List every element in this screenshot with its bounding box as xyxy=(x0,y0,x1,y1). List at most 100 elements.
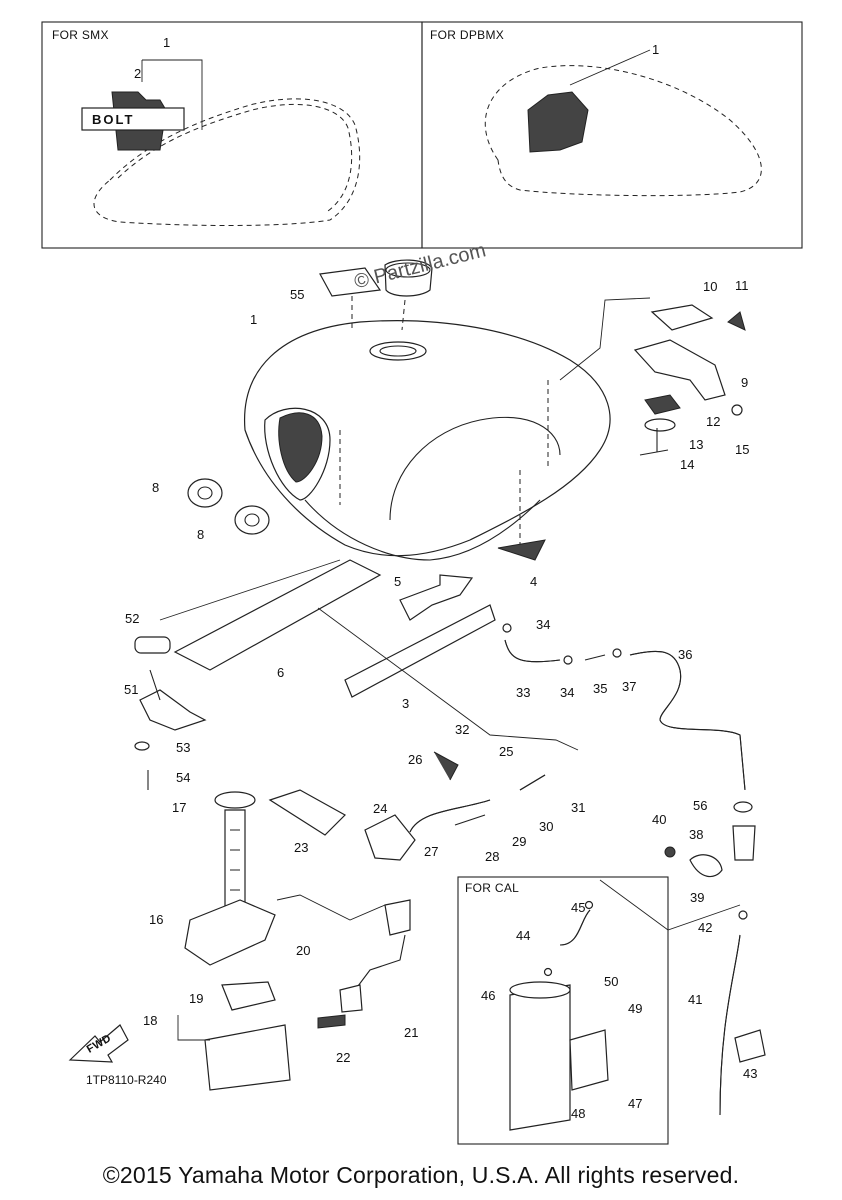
clamp-43 xyxy=(734,1029,766,1063)
callout: 42 xyxy=(698,920,713,935)
mount-bracket-group xyxy=(559,297,746,456)
callout: 2 xyxy=(134,66,142,81)
callout: 27 xyxy=(424,844,439,859)
tank-pad-55 xyxy=(319,267,382,297)
sender-51 xyxy=(139,689,207,731)
callout: 12 xyxy=(706,414,721,429)
valve-38 xyxy=(732,825,756,861)
callout: 1 xyxy=(163,35,171,50)
callout: 17 xyxy=(172,800,187,815)
callout: 28 xyxy=(485,849,500,864)
plate-4 xyxy=(497,539,546,561)
callout: 10 xyxy=(703,279,718,294)
callout: 8 xyxy=(197,527,205,542)
callout: 4 xyxy=(530,574,538,589)
callout: 53 xyxy=(176,740,191,755)
cover-19 xyxy=(221,981,276,1011)
callout: 35 xyxy=(593,681,608,696)
callout: 52 xyxy=(125,611,140,626)
callout: 20 xyxy=(296,943,311,958)
dpbmx-box xyxy=(421,21,803,249)
callout: 24 xyxy=(373,801,388,816)
fwd-arrow xyxy=(68,1024,129,1063)
badge-text: BOLT xyxy=(92,112,135,127)
clamp-39 xyxy=(689,854,723,878)
smx-label: FOR SMX xyxy=(52,28,109,42)
dpbmx-label: FOR DPBMX xyxy=(430,28,505,42)
callout: 54 xyxy=(176,770,191,785)
callout: 43 xyxy=(743,1066,758,1081)
dpbmx-graphic xyxy=(527,91,589,153)
dpbmx-tank-outline xyxy=(484,65,762,197)
plate-5 xyxy=(399,574,474,621)
callout: 30 xyxy=(539,819,554,834)
bolt-badge xyxy=(81,91,185,151)
callout: 9 xyxy=(741,375,749,390)
callout: 23 xyxy=(294,840,309,855)
cover-18 xyxy=(204,1024,291,1091)
clip-56 xyxy=(733,801,753,813)
pump-base-16 xyxy=(184,899,276,966)
copyright-notice: ©2015 Yamaha Motor Corporation, U.S.A. A… xyxy=(102,1162,740,1188)
callout: 55 xyxy=(290,287,305,302)
canister-46 xyxy=(509,984,571,1131)
fuel-cap-seal xyxy=(384,259,433,297)
callout: 13 xyxy=(689,437,704,452)
callout: 56 xyxy=(693,798,708,813)
cal-label: FOR CAL xyxy=(465,881,520,895)
callout: 44 xyxy=(516,928,531,943)
callout: 46 xyxy=(481,988,496,1003)
clip-52 xyxy=(134,636,171,654)
callout: 1 xyxy=(250,312,258,327)
callout: 6 xyxy=(277,665,285,680)
callout: 11 xyxy=(735,278,749,293)
callout: 41 xyxy=(688,992,703,1007)
callout: 29 xyxy=(512,834,527,849)
fuel-tank xyxy=(243,259,611,561)
callout: 18 xyxy=(143,1013,158,1028)
callout: 19 xyxy=(189,991,204,1006)
pump-tube xyxy=(224,809,246,916)
callout: 5 xyxy=(394,574,402,589)
damper-8a xyxy=(187,478,223,508)
callout: 47 xyxy=(628,1096,643,1111)
callout: 38 xyxy=(689,827,704,842)
callout: 15 xyxy=(735,442,750,457)
callout: 45 xyxy=(571,900,586,915)
callout: 16 xyxy=(149,912,164,927)
bracket-48 xyxy=(569,1029,609,1091)
callout: 25 xyxy=(499,744,514,759)
callout: 34 xyxy=(536,617,551,632)
smx-tank-outline xyxy=(93,98,361,226)
callout: 1 xyxy=(652,42,660,57)
pump-24 xyxy=(364,814,416,861)
callout: 40 xyxy=(652,812,667,827)
callout: 39 xyxy=(690,890,705,905)
callout: 32 xyxy=(455,722,470,737)
gasket-17 xyxy=(214,791,256,809)
callout: 48 xyxy=(571,1106,586,1121)
callout: 14 xyxy=(680,457,695,472)
callout: 21 xyxy=(404,1025,419,1040)
callout: 50 xyxy=(604,974,619,989)
reference-code: 1TP8110-R240 xyxy=(86,1073,167,1087)
callout: 31 xyxy=(571,800,586,815)
callout: 34 xyxy=(560,685,575,700)
pad-6 xyxy=(173,559,382,671)
damper-8b xyxy=(234,505,270,535)
filter-23 xyxy=(268,789,346,836)
callout: 51 xyxy=(124,682,139,697)
callout: 33 xyxy=(516,685,531,700)
callout: 3 xyxy=(402,696,410,711)
callout: 49 xyxy=(628,1001,643,1016)
washer-53 xyxy=(134,741,150,751)
pad-3 xyxy=(344,604,496,698)
callout: 37 xyxy=(622,679,637,694)
callout: 22 xyxy=(336,1050,351,1065)
callout: 36 xyxy=(678,647,693,662)
cal-box xyxy=(457,876,669,1145)
callout: 26 xyxy=(408,752,423,767)
callout: 8 xyxy=(152,480,160,495)
